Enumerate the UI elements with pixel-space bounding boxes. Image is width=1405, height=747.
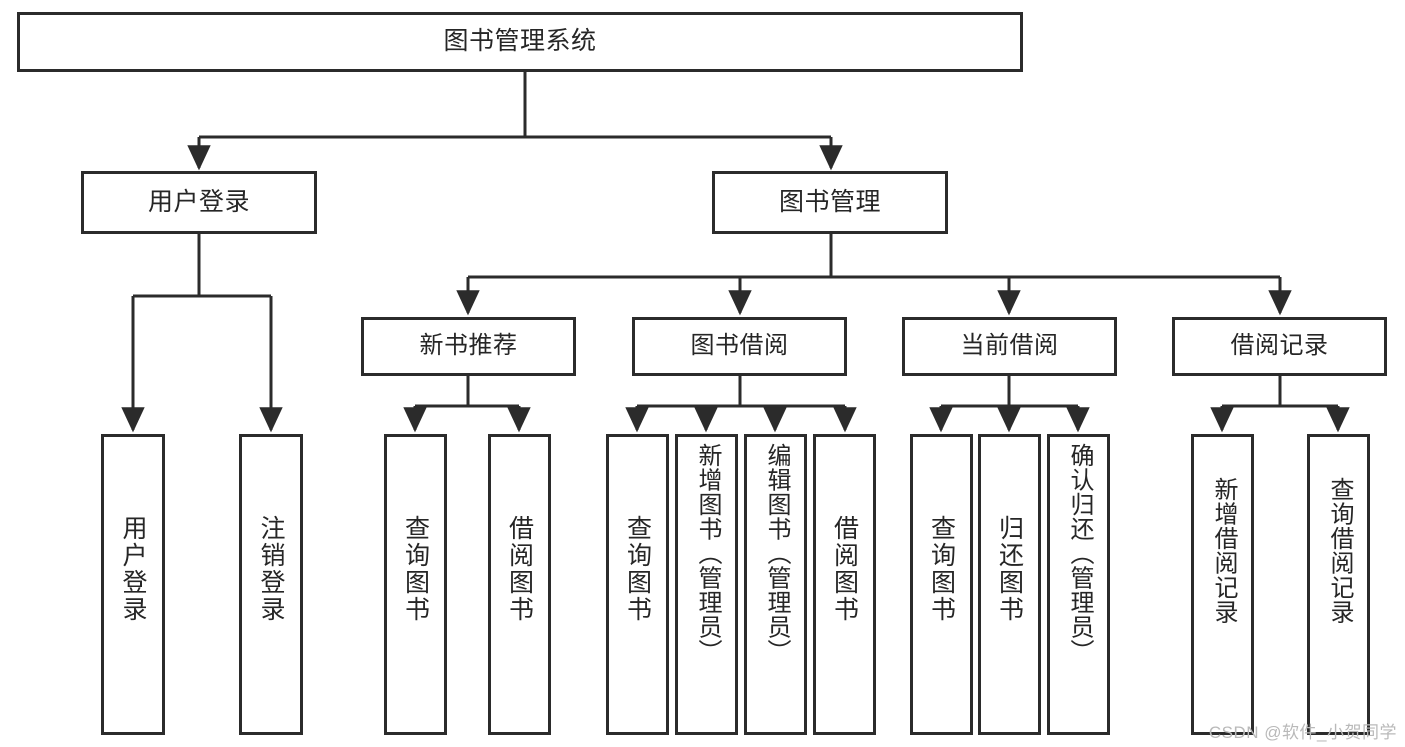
node-leaf-query-book-3[interactable]: 查询图书: [910, 434, 973, 735]
node-leaf-user-login-label: 用户登录: [119, 515, 147, 623]
node-leaf-query-record[interactable]: 查询借阅记录: [1307, 434, 1370, 735]
node-leaf-return-book[interactable]: 归还图书: [978, 434, 1041, 735]
node-leaf-confirm-return[interactable]: 确认归还（管理员）: [1047, 434, 1110, 735]
node-leaf-borrow-book-2-label: 借阅图书: [830, 515, 859, 623]
node-leaf-return-book-label: 归还图书: [995, 515, 1024, 623]
node-leaf-query-book-2-label: 查询图书: [623, 515, 652, 623]
node-current-borrow[interactable]: 当前借阅: [902, 317, 1117, 376]
node-leaf-borrow-book-1-label: 借阅图书: [505, 515, 534, 623]
node-leaf-add-record[interactable]: 新增借阅记录: [1191, 434, 1254, 735]
node-leaf-add-record-label: 新增借阅记录: [1209, 477, 1237, 624]
node-leaf-logout-label: 注销登录: [257, 515, 285, 623]
node-user-login-label: 用户登录: [147, 187, 250, 216]
node-book-borrow[interactable]: 图书借阅: [632, 317, 847, 376]
node-leaf-edit-book[interactable]: 编辑图书（管理员）: [744, 434, 807, 735]
node-leaf-confirm-return-label: 确认归还（管理员）: [1065, 443, 1093, 664]
node-leaf-query-record-label: 查询借阅记录: [1325, 477, 1353, 624]
node-leaf-add-book[interactable]: 新增图书（管理员）: [675, 434, 738, 735]
node-book-manage-label: 图书管理: [778, 187, 881, 216]
node-borrow-record-label: 借阅记录: [1230, 332, 1329, 360]
node-book-manage[interactable]: 图书管理: [712, 171, 948, 234]
node-borrow-record[interactable]: 借阅记录: [1172, 317, 1387, 376]
node-leaf-add-book-label: 新增图书（管理员）: [693, 443, 721, 664]
node-current-borrow-label: 当前借阅: [960, 332, 1059, 360]
node-leaf-query-book-2[interactable]: 查询图书: [606, 434, 669, 735]
node-root-label: 图书管理系统: [443, 27, 597, 56]
node-user-login[interactable]: 用户登录: [81, 171, 317, 234]
csdn-watermark: CSDN @软件_小贺同学: [1208, 723, 1397, 742]
node-leaf-logout[interactable]: 注销登录: [239, 434, 303, 735]
node-book-borrow-label: 图书借阅: [690, 332, 789, 360]
node-leaf-borrow-book-1[interactable]: 借阅图书: [488, 434, 551, 735]
node-new-book-rec-label: 新书推荐: [419, 332, 518, 360]
node-leaf-edit-book-label: 编辑图书（管理员）: [762, 443, 790, 664]
node-leaf-borrow-book-2[interactable]: 借阅图书: [813, 434, 876, 735]
node-leaf-user-login[interactable]: 用户登录: [101, 434, 165, 735]
node-leaf-query-book-1[interactable]: 查询图书: [384, 434, 447, 735]
node-root[interactable]: 图书管理系统: [17, 12, 1023, 72]
node-leaf-query-book-1-label: 查询图书: [401, 515, 430, 623]
node-new-book-rec[interactable]: 新书推荐: [361, 317, 576, 376]
node-leaf-query-book-3-label: 查询图书: [927, 515, 956, 623]
